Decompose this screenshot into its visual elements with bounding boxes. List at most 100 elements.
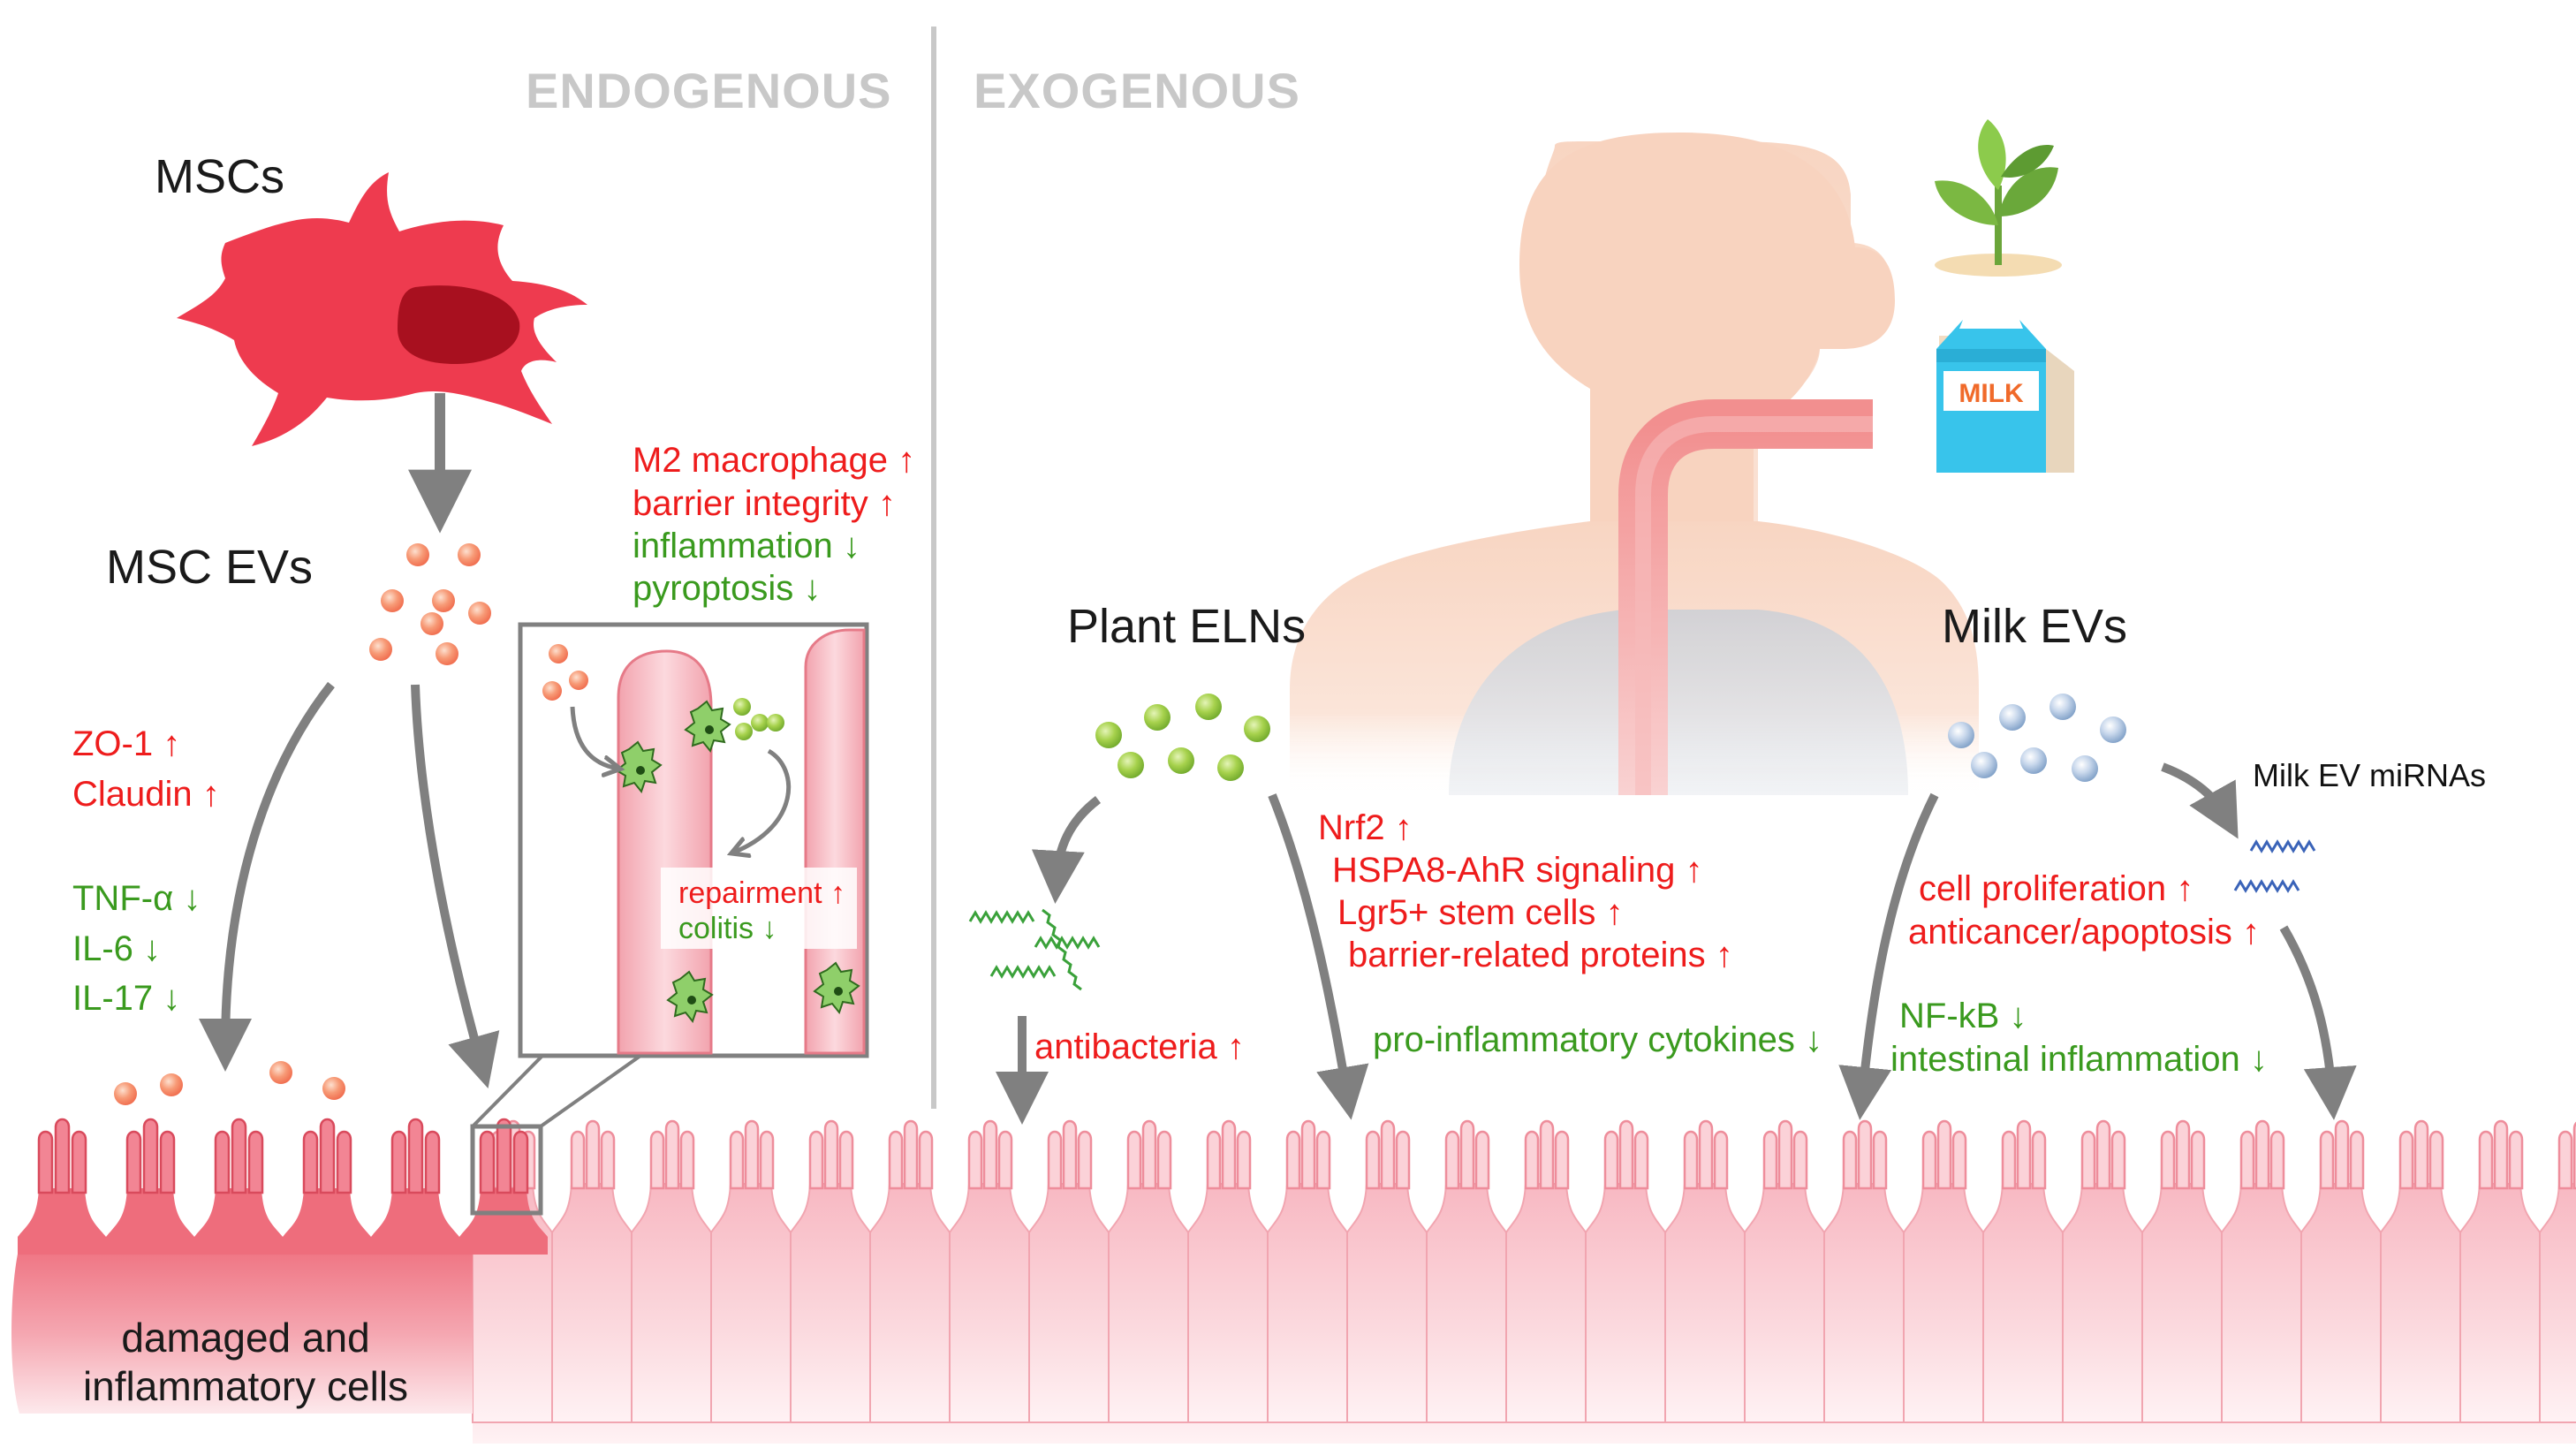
epithelial-cell <box>2062 1183 2143 1423</box>
msc-ev-arrow-left <box>199 681 335 1072</box>
zoom-connector <box>471 1054 544 1128</box>
epithelial-cell <box>551 1183 633 1423</box>
microvillus <box>808 1130 824 1190</box>
microvillus <box>729 1130 745 1190</box>
macrophage-icon <box>684 700 731 754</box>
macrophage-icon <box>813 961 860 1015</box>
effect-intestinal-inflammation: intestinal inflammation ↓ <box>1890 1040 2268 1079</box>
epithelial-cell <box>631 1183 712 1423</box>
microvillus <box>2190 1130 2206 1190</box>
microvillus <box>888 1130 904 1190</box>
epithelial-cell <box>1505 1183 1587 1423</box>
exogenous-header: EXOGENOUS <box>974 63 1300 118</box>
microvillus <box>247 1130 264 1194</box>
effect-zo1: ZO-1 ↑ <box>72 724 180 763</box>
stellate-cell-icon <box>177 172 587 446</box>
microvillus <box>649 1130 665 1190</box>
endogenous-header: ENDOGENOUS <box>526 63 892 118</box>
microvillus <box>759 1130 775 1190</box>
microvillus <box>1554 1130 1570 1190</box>
microvillus <box>2557 1130 2573 1190</box>
microvillus <box>2175 1119 2191 1190</box>
microvillus <box>2080 1130 2096 1190</box>
effect-lgr5: Lgr5+ stem cells ↑ <box>1337 893 1623 932</box>
microvillus <box>2493 1119 2509 1190</box>
microvillus <box>2254 1119 2270 1190</box>
sprout-icon <box>1935 119 2062 277</box>
effect-barrier-integrity: barrier integrity ↑ <box>633 484 896 523</box>
plant-eln-cluster <box>1095 694 1270 781</box>
effect-barrier-proteins: barrier-related proteins ↑ <box>1348 936 1733 974</box>
microvillus <box>319 1118 336 1194</box>
microvillus <box>390 1130 407 1194</box>
microvillus <box>585 1119 601 1190</box>
plant-arrow-left <box>1031 796 1102 904</box>
effect-cell-proliferation: cell proliferation ↑ <box>1919 869 2193 908</box>
epithelial-cell <box>1585 1183 1666 1423</box>
microvillus <box>1633 1130 1649 1190</box>
microvillus <box>967 1130 983 1190</box>
epithelial-cell <box>1903 1183 1984 1423</box>
milk-ev-mirnas-label: Milk EV miRNAs <box>2253 757 2486 793</box>
effect-pyroptosis: pyroptosis ↓ <box>633 569 821 608</box>
microvillus <box>1683 1130 1699 1190</box>
microvillus <box>982 1119 998 1190</box>
microvillus <box>1792 1130 1808 1190</box>
damaged-cells-label-line2: inflammatory cells <box>83 1363 408 1409</box>
microvillus <box>2095 1119 2111 1190</box>
microvillus <box>2239 1130 2255 1190</box>
damaged-cell <box>283 1188 371 1255</box>
microvillus <box>823 1119 839 1190</box>
epithelial-cell <box>2221 1183 2302 1423</box>
effect-m2-macrophage: M2 macrophage ↑ <box>633 441 915 480</box>
microvillus <box>1380 1119 1396 1190</box>
damaged-cell <box>106 1188 194 1255</box>
microvillus <box>1951 1130 1967 1190</box>
epithelial-cell <box>2380 1183 2461 1423</box>
effect-il17: IL-17 ↓ <box>72 979 180 1018</box>
milk-mirna-arrow-down <box>2279 925 2357 1120</box>
effect-nf-kb: NF-kB ↓ <box>1899 997 2027 1035</box>
microvillus <box>496 1118 512 1194</box>
microvillus <box>744 1119 760 1190</box>
msc-ev-cluster <box>369 543 491 665</box>
rna-strand-icon <box>2233 839 2316 893</box>
microvillus <box>231 1118 247 1194</box>
microvillus <box>997 1130 1013 1190</box>
effect-pro-inflammatory-cytokines: pro-inflammatory cytokines ↓ <box>1373 1020 1822 1059</box>
effect-claudin: Claudin ↑ <box>72 775 220 814</box>
epithelial-cell <box>2300 1183 2382 1423</box>
damaged-cell <box>18 1188 106 1255</box>
microvillus <box>479 1130 496 1194</box>
epithelial-cell <box>2539 1183 2576 1423</box>
effect-anticancer-apoptosis: anticancer/apoptosis ↑ <box>1908 913 2260 951</box>
effect-colitis: colitis ↓ <box>678 912 777 945</box>
damaged-tissue <box>11 1118 548 1414</box>
microvillus <box>2428 1130 2444 1190</box>
plant-effects-right: Nrf2 ↑ HSPA8-AhR signaling ↑ Lgr5+ stem … <box>1318 808 1733 974</box>
microvillus <box>918 1130 934 1190</box>
epithelial-cell <box>1346 1183 1428 1423</box>
microvillus <box>1777 1119 1793 1190</box>
microvillus <box>1842 1130 1858 1190</box>
microvillus <box>2160 1130 2176 1190</box>
microvillus <box>2334 1119 2350 1190</box>
epithelial-cell <box>790 1183 871 1423</box>
microvillus <box>838 1130 854 1190</box>
microvillus <box>1474 1130 1490 1190</box>
microvillus <box>1285 1130 1301 1190</box>
msc-effects-left: ZO-1 ↑ Claudin ↑ TNF-α ↓ IL-6 ↓ IL-17 ↓ <box>72 724 220 1018</box>
damaged-cell <box>459 1188 548 1255</box>
microvillus <box>512 1130 529 1194</box>
effect-inflammation: inflammation ↓ <box>633 527 860 565</box>
microvillus <box>1713 1130 1729 1190</box>
epithelial-cell <box>1426 1183 1507 1423</box>
zoom-connector <box>539 1054 642 1128</box>
epithelial-cell <box>1664 1183 1746 1423</box>
microvillus <box>1077 1130 1093 1190</box>
human-silhouette-icon <box>1290 133 1979 795</box>
epithelial-cell <box>1028 1183 1110 1423</box>
healthy-villi <box>472 1119 2576 1423</box>
milk-evs-label: Milk EVs <box>1942 600 2127 653</box>
effect-il6: IL-6 ↓ <box>72 929 161 968</box>
